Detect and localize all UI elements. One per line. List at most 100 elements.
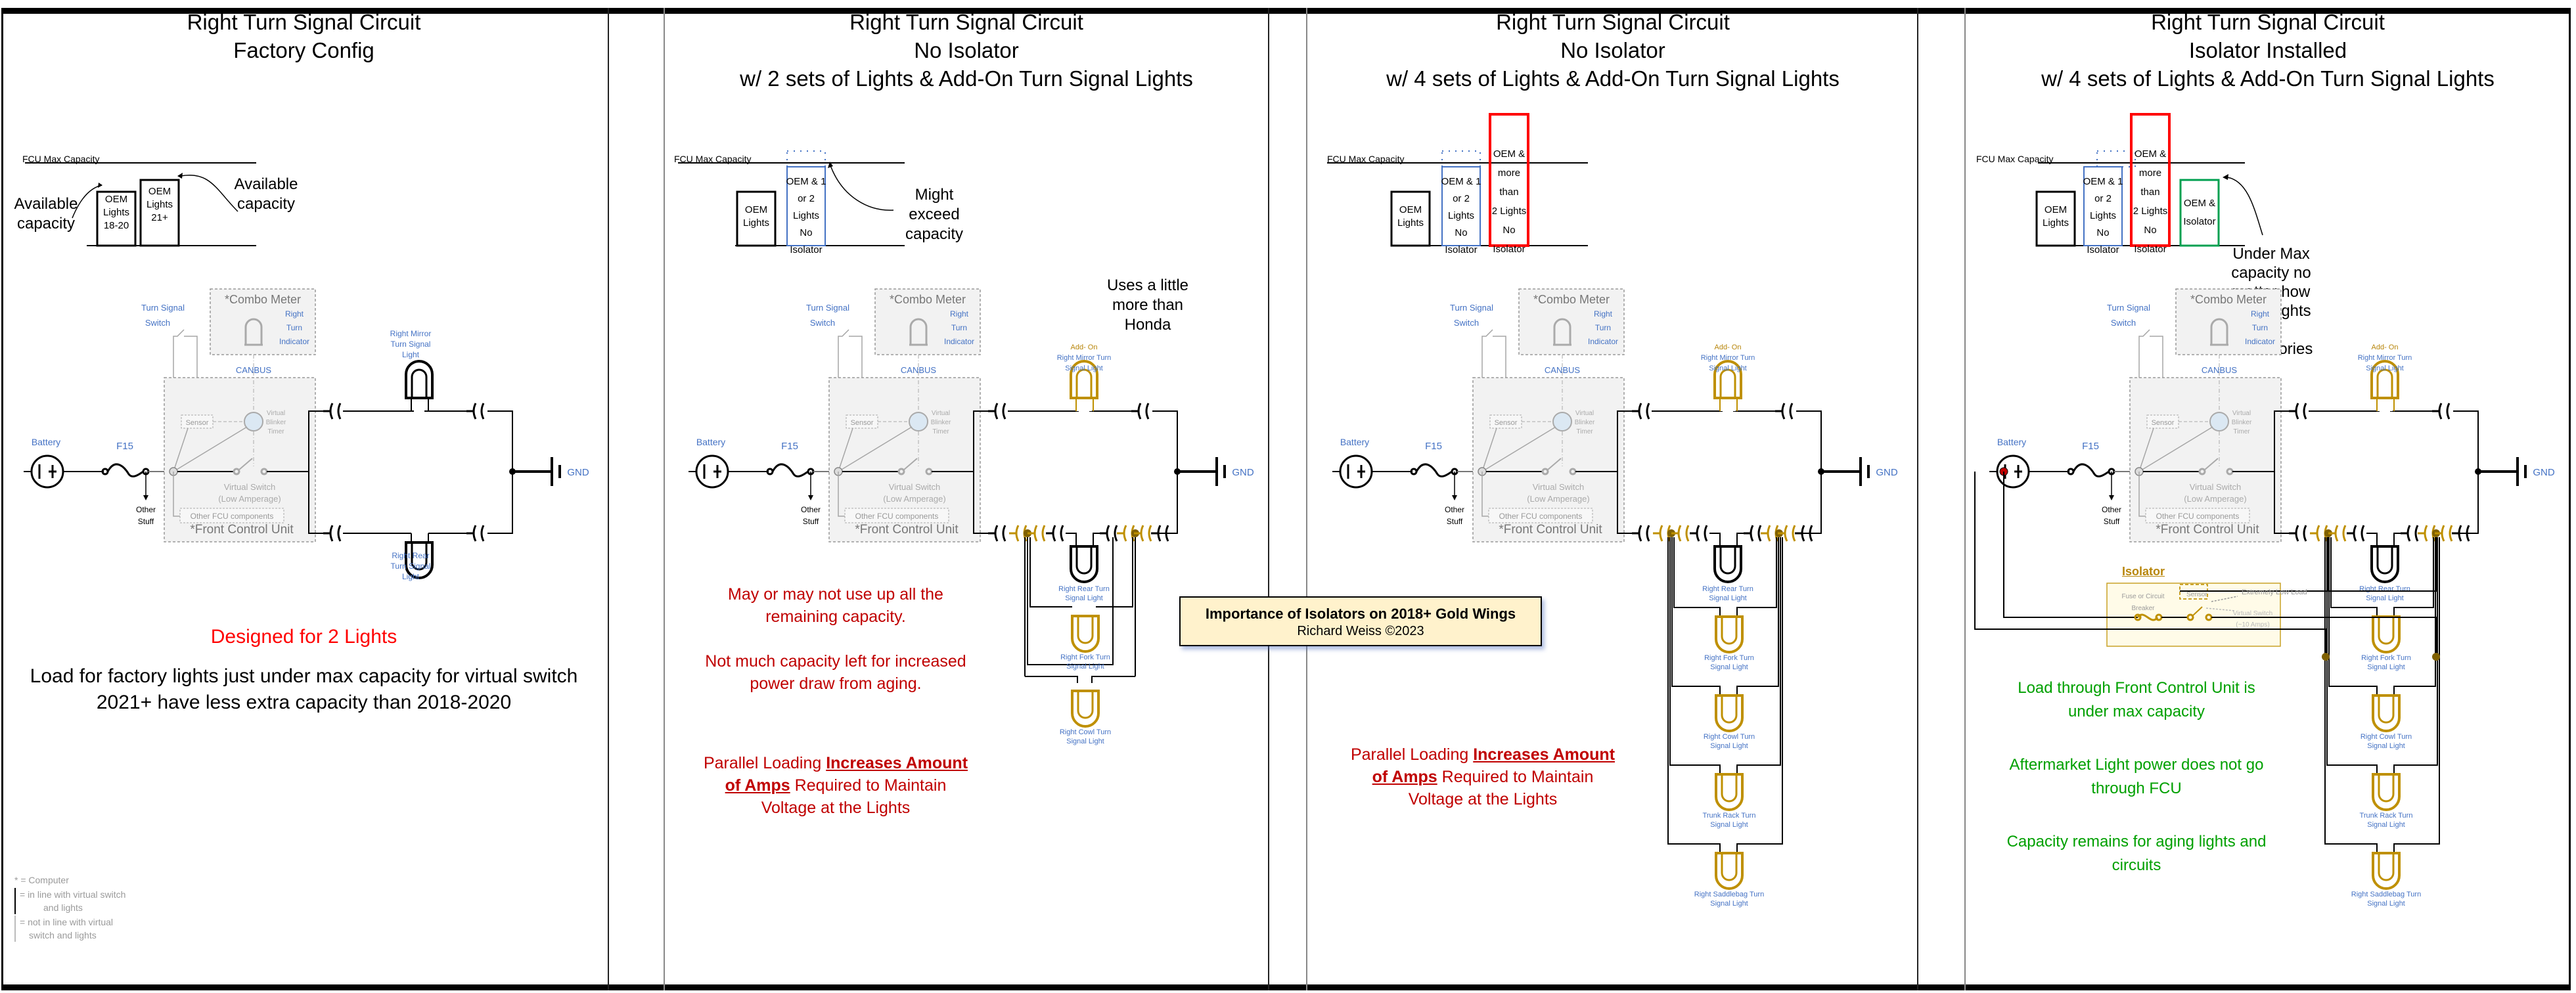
legend: * = Computer = in line with virtual swit… bbox=[14, 873, 125, 942]
battery-label: Battery bbox=[32, 437, 60, 447]
wire bbox=[2393, 533, 2405, 546]
cowl-lamp-icon bbox=[1721, 695, 1738, 724]
cowl-light-label: Right Cowl Turn bbox=[1060, 728, 1111, 736]
cowl-light-label: Signal Light bbox=[1710, 742, 1748, 750]
bar-line: 21+ bbox=[151, 212, 168, 223]
bar-line: 2 Lights bbox=[2133, 206, 2168, 217]
addon-mirror-lamp-icon bbox=[2370, 360, 2399, 398]
blinker-label: Virtual bbox=[2232, 410, 2251, 417]
fork-light-label: Right Fork Turn bbox=[2361, 654, 2411, 662]
other-fcu-label: Other FCU components bbox=[2156, 512, 2240, 521]
connector-icon bbox=[2414, 525, 2419, 542]
label-line: Right Rear bbox=[392, 551, 430, 560]
bar-oem-isolator bbox=[2179, 179, 2220, 247]
connector-icon bbox=[1646, 525, 1650, 542]
fcu-internal bbox=[838, 426, 913, 472]
callout-line: capacity no bbox=[2231, 264, 2311, 282]
mirror-lamp-icon bbox=[405, 360, 434, 398]
callout-arrow bbox=[180, 175, 238, 212]
wire bbox=[308, 472, 325, 534]
label-line: Virtual Switch bbox=[2232, 610, 2273, 617]
trunk-light-label: Trunk Rack Turn bbox=[1703, 812, 1756, 820]
bar-line: Lights bbox=[2042, 217, 2069, 229]
parallel-wire bbox=[2393, 537, 2434, 617]
wire bbox=[2453, 410, 2479, 534]
other-fcu-box bbox=[2145, 508, 2250, 523]
panel-no-isolator-2-sets: Right Turn Signal Circuit No Isolator w/… bbox=[665, 10, 1268, 985]
connector-icon bbox=[2334, 525, 2339, 542]
bar-line: No bbox=[2096, 227, 2110, 238]
parallel-wire bbox=[2330, 537, 2378, 617]
fuse-terminal bbox=[2067, 468, 2075, 475]
battery-label: Battery bbox=[696, 437, 725, 447]
bar-line: Lights bbox=[102, 207, 130, 218]
mask bbox=[2377, 381, 2393, 411]
addon-mirror-label: Signal Light bbox=[2366, 364, 2404, 372]
fcu-label: *Front Control Unit bbox=[2156, 523, 2259, 537]
indicator-label: Indicator bbox=[279, 337, 309, 346]
callout-line: capacity bbox=[905, 225, 964, 243]
note-part: Parallel Loading bbox=[703, 754, 826, 772]
fork-lamp-icon bbox=[1071, 616, 1100, 653]
virtual-switch-icon bbox=[238, 458, 253, 471]
addon-mirror-lamp-icon bbox=[1719, 368, 1736, 398]
parallel-wire bbox=[2393, 537, 2440, 853]
connector-icon bbox=[2407, 525, 2411, 542]
other-stuff-label: Other bbox=[801, 505, 821, 514]
bar-oem bbox=[1390, 190, 1431, 247]
rear-lamp-icon bbox=[1075, 546, 1093, 575]
other-stuff-label: Other bbox=[2102, 505, 2121, 514]
bar-line: more than bbox=[1497, 167, 1521, 198]
connector-icon bbox=[2424, 525, 2428, 542]
connector-icon bbox=[1041, 525, 1046, 542]
parallel-wire bbox=[2324, 537, 2378, 853]
panel-title: Right Turn Signal Circuit No Isolator w/… bbox=[665, 8, 1268, 93]
callout-line: Available bbox=[234, 175, 298, 193]
fuse-icon bbox=[106, 463, 144, 477]
note-line: more than bbox=[1112, 296, 1184, 314]
virtual-switch-label: Virtual Switch bbox=[224, 482, 276, 492]
isolator-switch-icon bbox=[2192, 606, 2203, 617]
wire bbox=[1152, 410, 1178, 534]
parallel-loading-note: Parallel Loading Increases Amount of Amp… bbox=[1309, 743, 1657, 810]
other-stuff-label: Stuff bbox=[138, 517, 154, 526]
callout-line: capacity bbox=[16, 215, 76, 232]
vswitch-terminal bbox=[233, 468, 240, 475]
isolator-out-wire bbox=[2211, 617, 2437, 655]
other-fcu-box bbox=[844, 508, 949, 523]
wire bbox=[1796, 410, 1822, 534]
legend-line: switch and lights bbox=[29, 930, 97, 940]
sensor-label: Sensor bbox=[1495, 419, 1518, 427]
wire bbox=[308, 410, 325, 472]
blinker-label: Blinker bbox=[1575, 419, 1595, 426]
fcu-label: *Front Control Unit bbox=[190, 523, 294, 537]
title-line: No Isolator bbox=[914, 38, 1019, 62]
battery-label: Battery bbox=[1340, 437, 1369, 447]
note-part: Required to Maintain bbox=[790, 776, 947, 795]
title-line: Right Turn Signal Circuit bbox=[187, 10, 421, 34]
trunk-light-label: Trunk Rack Turn bbox=[2360, 812, 2413, 820]
arrowhead bbox=[808, 495, 813, 500]
splice-node bbox=[2432, 653, 2440, 661]
title-line: Right Turn Signal Circuit bbox=[849, 10, 1083, 34]
connector-icon bbox=[1002, 525, 1006, 542]
cowl-light-label: Signal Light bbox=[2367, 742, 2405, 750]
fuse-label: F15 bbox=[2082, 441, 2099, 452]
fcu-label: *Front Control Unit bbox=[855, 523, 959, 537]
bar-line: Isolator bbox=[2183, 216, 2216, 227]
parallel-wire bbox=[2328, 537, 2378, 695]
connector-icon bbox=[1784, 525, 1788, 542]
parallel-wire bbox=[2393, 537, 2438, 774]
indicator-lamp-icon bbox=[244, 318, 263, 345]
callout-line: Under Max bbox=[2232, 245, 2310, 263]
turn-switch-label: Switch bbox=[145, 318, 170, 328]
legend-not-inline: = not in line with virtual switch and li… bbox=[14, 916, 125, 942]
saddle-light-label: Right Saddlebag Turn bbox=[2351, 891, 2421, 898]
ground-label: GND bbox=[1876, 467, 1898, 478]
fcu-max-label: FCU Max Capacity bbox=[22, 154, 100, 164]
canbus-label: CANBUS bbox=[236, 365, 272, 375]
